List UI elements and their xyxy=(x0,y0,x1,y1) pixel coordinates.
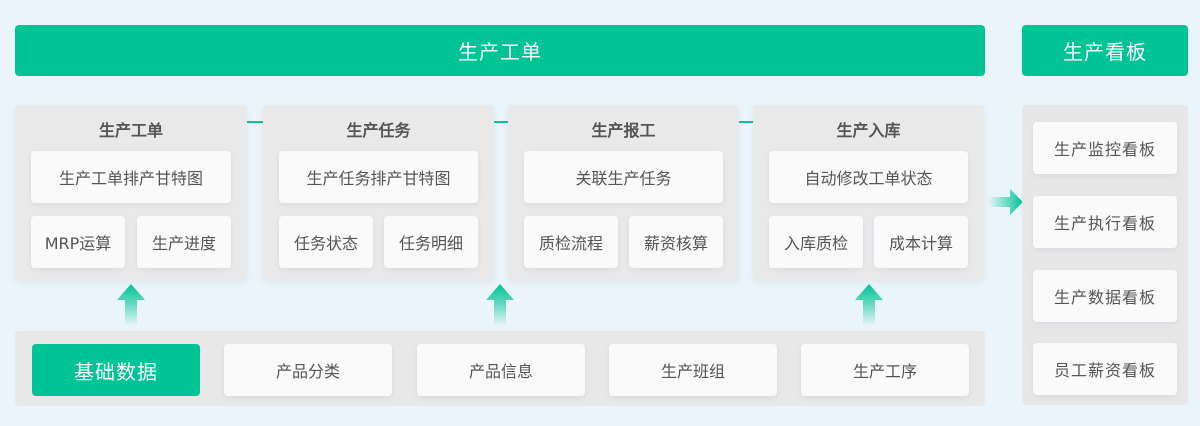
monitor-dashboard-card[interactable]: 生产监控看板 xyxy=(1033,122,1177,174)
linked-task-card[interactable]: 关联生产任务 xyxy=(524,151,723,203)
production-team-card[interactable]: 生产班组 xyxy=(609,344,777,396)
salary-dashboard-card[interactable]: 员工薪资看板 xyxy=(1033,343,1177,395)
task-status-card[interactable]: 任务状态 xyxy=(279,216,373,268)
arrow-up-icon xyxy=(117,284,145,326)
data-dashboard-card[interactable]: 生产数据看板 xyxy=(1033,270,1177,322)
module-production-order: 生产工单 生产工单排产甘特图 MRP运算 生产进度 xyxy=(15,105,247,281)
arrow-up-icon xyxy=(486,284,514,326)
inbound-qc-card[interactable]: 入库质检 xyxy=(769,216,863,268)
cost-calc-card[interactable]: 成本计算 xyxy=(874,216,968,268)
dashboard-panel: 生产监控看板 生产执行看板 生产数据看板 员工薪资看板 xyxy=(1022,105,1188,405)
module-warehouse-inbound: 生产入库 自动修改工单状态 入库质检 成本计算 xyxy=(753,105,984,281)
production-process-card[interactable]: 生产工序 xyxy=(801,344,969,396)
qc-process-card[interactable]: 质检流程 xyxy=(524,216,618,268)
product-category-card[interactable]: 产品分类 xyxy=(224,344,392,396)
module-title: 生产工单 xyxy=(98,121,163,140)
module-production-task: 生产任务 生产任务排产甘特图 任务状态 任务明细 xyxy=(263,105,494,281)
module-work-report: 生产报工 关联生产任务 质检流程 薪资核算 xyxy=(508,105,739,281)
base-data-strip: 基础数据 产品分类 产品信息 生产班组 生产工序 xyxy=(15,331,985,406)
arrow-right-icon xyxy=(988,189,1023,215)
production-progress-card[interactable]: 生产进度 xyxy=(137,216,231,268)
arrow-up-icon xyxy=(855,284,883,326)
execution-dashboard-card[interactable]: 生产执行看板 xyxy=(1033,196,1177,248)
mrp-calc-card[interactable]: MRP运算 xyxy=(31,216,125,268)
auto-update-status-card[interactable]: 自动修改工单状态 xyxy=(769,151,968,203)
salary-accounting-card[interactable]: 薪资核算 xyxy=(629,216,723,268)
product-info-card[interactable]: 产品信息 xyxy=(417,344,585,396)
gantt-chart-card[interactable]: 生产工单排产甘特图 xyxy=(31,151,231,203)
module-title: 生产报工 xyxy=(591,121,656,140)
module-title: 生产任务 xyxy=(346,121,411,140)
module-title: 生产入库 xyxy=(836,121,901,140)
task-gantt-card[interactable]: 生产任务排产甘特图 xyxy=(279,151,478,203)
board-header-production-dashboard: 生产看板 xyxy=(1022,25,1188,76)
main-header-production-order: 生产工单 xyxy=(15,25,985,76)
base-data-label: 基础数据 xyxy=(32,344,200,396)
task-detail-card[interactable]: 任务明细 xyxy=(384,216,478,268)
